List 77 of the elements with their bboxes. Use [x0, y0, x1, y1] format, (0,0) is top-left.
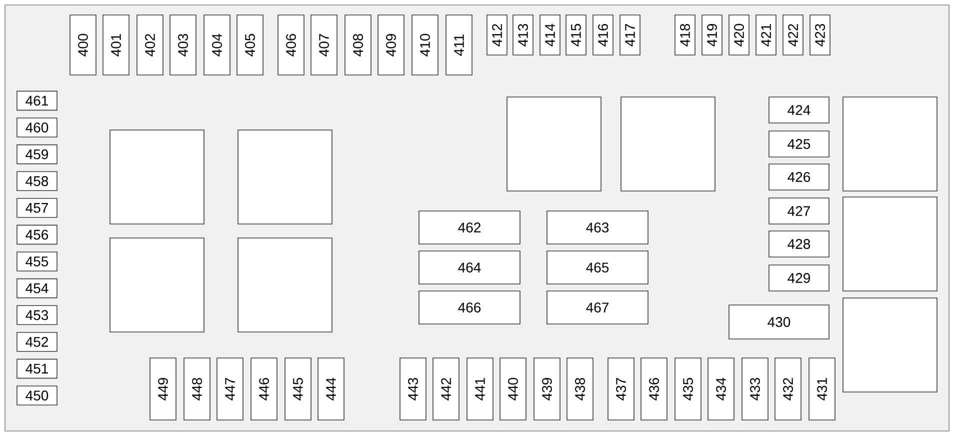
relay-slot: [842, 196, 938, 292]
fuse-slot: 460: [16, 118, 58, 138]
fuse-slot: 433: [742, 358, 768, 420]
fuse-slot: 439: [534, 358, 560, 420]
fuse-slot: 462: [418, 210, 520, 244]
fuse-slot: 427: [768, 198, 830, 224]
fuse-slot: 430: [728, 304, 830, 340]
fuse-slot: 426: [768, 164, 830, 190]
fuse-slot: 448: [184, 358, 210, 420]
fuse-slot: 432: [774, 358, 802, 420]
fuse-slot: 402: [136, 14, 164, 76]
fuse-slot: 406: [278, 14, 304, 76]
fuse-slot: 431: [808, 358, 836, 420]
fuse-slot: 463: [546, 210, 648, 244]
fuse-slot: 429: [768, 264, 830, 292]
relay-slot: [238, 130, 332, 224]
fuse-slot: 421: [756, 14, 776, 56]
fuse-slot: 455: [16, 252, 58, 272]
fuse-slot: 409: [378, 14, 404, 76]
fuse-slot: 420: [728, 14, 750, 56]
fuse-slot: 467: [546, 290, 648, 324]
fuse-slot: 459: [16, 144, 58, 164]
fuse-slot: 454: [16, 278, 58, 298]
fuse-slot: 424: [768, 96, 830, 124]
fuse-slot: 414: [540, 14, 560, 56]
relay-slot: [842, 96, 938, 192]
fuse-slot: 425: [768, 130, 830, 158]
fuse-slot: 458: [16, 171, 58, 191]
fuse-slot: 456: [16, 224, 58, 245]
fuse-slot: 418: [674, 14, 696, 56]
fuse-slot: 447: [216, 358, 244, 420]
fuse-slot: 428: [768, 230, 830, 258]
fuse-slot: 452: [16, 332, 58, 352]
fuse-slot: 417: [620, 14, 640, 56]
fuse-slot: 453: [16, 305, 58, 325]
fuse-slot: 446: [250, 358, 278, 420]
fuse-slot: 464: [418, 250, 520, 284]
fuse-slot: 408: [344, 14, 372, 76]
relay-slot: [110, 238, 204, 332]
relay-slot: [842, 298, 938, 392]
fuse-slot: 440: [500, 358, 526, 420]
fuse-slot: 434: [708, 358, 734, 420]
fuse-slot: 401: [102, 14, 130, 76]
fuse-slot: 465: [546, 250, 648, 284]
fuse-slot: 415: [566, 14, 586, 56]
fuse-slot: 443: [400, 358, 426, 420]
fuse-slot: 451: [16, 358, 58, 379]
fuse-slot: 413: [512, 14, 534, 56]
fuse-slot: 442: [432, 358, 460, 420]
fuse-slot: 411: [446, 14, 472, 76]
fuse-slot: 422: [782, 14, 804, 56]
fuse-slot: 445: [284, 358, 312, 420]
fuse-slot: 435: [674, 358, 702, 420]
fuse-slot: 419: [702, 14, 722, 56]
fuse-slot: 410: [412, 14, 438, 76]
relay-slot: [238, 238, 332, 332]
fuse-slot: 404: [204, 14, 230, 76]
relay-slot: [110, 130, 204, 224]
fuse-slot: 412: [486, 14, 508, 56]
fuse-slot: 423: [810, 14, 830, 56]
fuse-slot: 461: [16, 90, 58, 111]
fuse-slot: 450: [16, 386, 58, 406]
relay-slot: [506, 96, 602, 192]
fuse-slot: 437: [608, 358, 634, 420]
fuse-slot: 407: [310, 14, 338, 76]
fuse-slot: 438: [566, 358, 594, 420]
fuse-slot: 405: [236, 14, 264, 76]
fuse-slot: 466: [418, 290, 520, 324]
fuse-slot: 457: [16, 198, 58, 218]
fuse-slot: 416: [592, 14, 614, 56]
fuse-slot: 436: [640, 358, 668, 420]
fuse-slot: 449: [150, 358, 176, 420]
fuse-slot: 441: [466, 358, 494, 420]
fuse-slot: 400: [70, 14, 96, 76]
relay-slot: [620, 96, 716, 192]
fuse-slot: 444: [318, 358, 344, 420]
fuse-slot: 403: [170, 14, 196, 76]
